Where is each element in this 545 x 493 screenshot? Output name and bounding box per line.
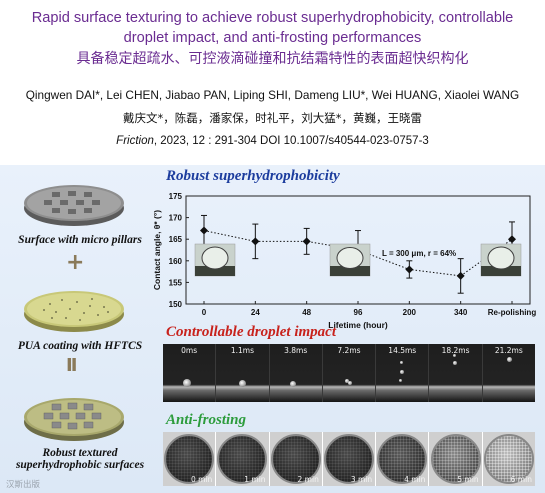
title-chinese: 具备稳定超疏水、可控液滴碰撞和抗结霜特性的表面超快织构化 [76, 51, 469, 67]
frost-sample-disc [164, 434, 215, 484]
frost-sample-disc [323, 434, 374, 484]
droplet [290, 381, 297, 388]
x-tick-label: 200 [403, 308, 417, 317]
impact-frame: 21.2ms [482, 344, 535, 402]
data-point [456, 271, 465, 280]
micro-pillar-disk [24, 185, 124, 226]
droplet-photo-0h [194, 243, 236, 277]
droplet [239, 379, 247, 387]
frost-time-label: 2 min [297, 475, 319, 484]
y-tick-label: 170 [169, 214, 183, 223]
frost-sample-disc [217, 434, 268, 484]
robust-section-title: Robust superhydrophobicity [166, 168, 340, 184]
droplet [344, 378, 349, 383]
data-point [200, 226, 208, 235]
data-point [302, 237, 311, 246]
step3-caption: Robust textured superhydrophobic surface… [0, 447, 160, 471]
y-axis-label: Contact angle, θ* (°) [152, 210, 162, 290]
impact-section-title: Controllable droplet impact [166, 324, 337, 340]
frost-frame: 0 min [163, 432, 217, 486]
paper-header: Rapid surface texturing to achieve robus… [0, 0, 545, 165]
authors-english: Qingwen DAI*, Lei CHEN, Jiabao PAN, Lipi… [25, 88, 520, 102]
equals-sign: II [66, 355, 77, 376]
frost-sample-disc [430, 434, 481, 484]
frost-section-title: Anti-frosting [166, 412, 247, 428]
chart-annotation: L = 300 μm, r = 64% [382, 249, 456, 258]
frost-frame: 3 min [322, 432, 377, 486]
frost-frame: 1 min [216, 432, 270, 486]
impact-frame: 1.1ms [216, 344, 270, 402]
plus-sign: + [66, 250, 85, 275]
title-en-line2: droplet impact, and anti-frosting perfor… [123, 30, 422, 46]
citation: Friction, 2023, 12 : 291-304 DOI 10.1007… [6, 135, 539, 147]
droplet [507, 356, 513, 362]
frost-frame: 5 min [429, 432, 483, 486]
impact-time-label: 1.1ms [230, 346, 254, 355]
impact-time-label: 3.8ms [284, 346, 308, 355]
y-tick-label: 155 [169, 278, 183, 287]
x-tick-label: Re-polishing [488, 308, 537, 317]
droplet [453, 361, 458, 366]
impact-frame: 18.2ms [429, 344, 483, 402]
impact-frame: 0ms [163, 344, 217, 402]
y-tick-label: 165 [169, 235, 183, 244]
y-tick-label: 150 [169, 300, 183, 309]
frost-frame: 4 min [376, 432, 430, 486]
data-point [405, 265, 414, 274]
x-tick-label: 340 [454, 308, 468, 317]
frost-sample-disc [377, 434, 428, 484]
frost-frame: 6 min [482, 432, 535, 486]
impact-time-label: 21.2ms [494, 346, 523, 355]
step1-caption: Surface with micro pillars [18, 234, 142, 246]
step3-caption-line1: Robust textured [42, 447, 118, 459]
impact-frame: 7.2ms [322, 344, 377, 402]
impact-time-label: 18.2ms [441, 346, 470, 355]
y-tick-label: 160 [169, 257, 183, 266]
droplet [182, 378, 191, 387]
authors-chinese: 戴庆文*，陈磊，潘家保，时礼平，刘大猛*，黄巍，王晓雷 [123, 111, 422, 125]
droplet [399, 361, 403, 365]
watermark-text: 汉斯出版 [6, 480, 41, 490]
frost-time-label: 3 min [350, 475, 373, 484]
frost-sample-disc [483, 434, 534, 484]
citation-details: , 2023, 12 : 291-304 DOI 10.1007/s40544-… [153, 135, 429, 147]
frost-time-label: 4 min [404, 475, 426, 484]
x-axis-label: Lifetime (hour) [328, 320, 388, 330]
droplet [399, 370, 404, 375]
droplet-impact-sequence: 0ms 1.1ms 3.8ms 7.2ms 14.5ms 18.2ms 21.2ms [163, 344, 535, 402]
frost-sample-disc [270, 434, 321, 484]
droplet [453, 354, 457, 358]
textured-superhydrophobic-disk [24, 398, 124, 441]
title-english: Rapid surface texturing to achieve robus… [10, 8, 535, 48]
data-point [508, 235, 516, 244]
impact-time-label: 0ms [181, 346, 198, 355]
title-en-line1: Rapid surface texturing to achieve robus… [31, 10, 514, 26]
frost-time-label: 5 min [457, 475, 479, 484]
frost-time-label: 1 min [244, 475, 266, 484]
impact-time-label: 14.5ms [388, 346, 417, 355]
x-tick-label: 96 [354, 308, 363, 317]
frost-time-label: 0 min [190, 475, 213, 484]
impact-frame: 3.8ms [269, 344, 323, 402]
droplet-photo-repolishing [480, 243, 522, 277]
droplet [347, 381, 352, 386]
x-tick-label: 24 [251, 308, 260, 317]
data-point [251, 237, 260, 246]
citation-journal: Friction [116, 135, 154, 147]
contact-angle-chart: 150 155 160 165 170 175 0 24 48 96 200 340 Re-polish… [152, 192, 537, 330]
step2-caption: PUA coating with HFTCS [17, 340, 143, 352]
y-tick-label: 175 [169, 192, 183, 201]
impact-frame: 14.5ms [376, 344, 430, 402]
droplet-photo-96h [329, 243, 371, 277]
anti-frosting-sequence: 0 min 1 min 2 min 3 min 4 min 5 min 6 min [163, 432, 535, 486]
pua-coating-disk [24, 291, 124, 332]
impact-time-label: 7.2ms [337, 346, 361, 355]
frost-time-label: 6 min [510, 475, 532, 484]
x-tick-label: 0 [202, 308, 207, 317]
step3-caption-line2: superhydrophobic surfaces [15, 459, 145, 471]
x-tick-label: 48 [302, 308, 311, 317]
droplet [399, 378, 403, 382]
frost-frame: 2 min [269, 432, 323, 486]
